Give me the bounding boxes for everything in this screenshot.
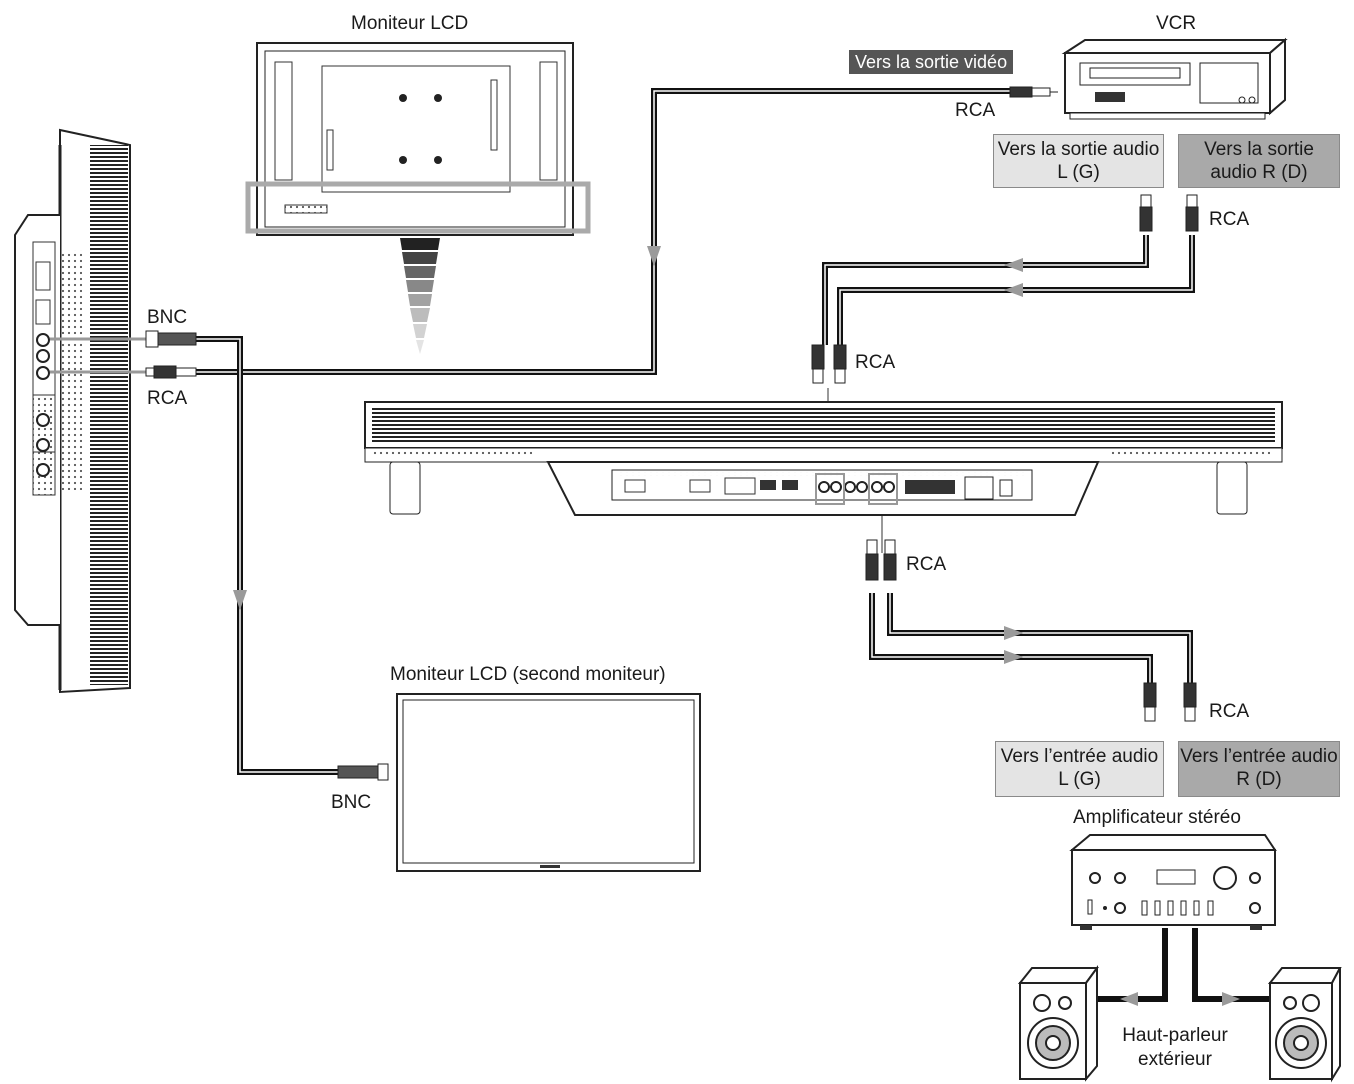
audio-in-l-box: Vers l’entrée audio L (G) [995, 741, 1164, 797]
second-monitor-icon [396, 693, 701, 872]
monitor-top-label: Moniteur LCD [351, 13, 469, 34]
lcd-monitor-bottom-icon [364, 401, 1283, 516]
flow-arrow-icon [233, 246, 1240, 1006]
speaker-label: Haut-parleur extérieur [1122, 1025, 1228, 1070]
rca-bottom-center-label: RCA [906, 554, 947, 575]
amplifier-label: Amplificateur stéréo [1073, 807, 1241, 828]
video-out-tag: Vers la sortie vidéo [849, 50, 1014, 74]
audio-out-r-box: Vers la sortie audio R (D) [1178, 134, 1340, 188]
zoom-indicator-icon [400, 238, 440, 354]
lcd-monitor-side-icon [14, 128, 131, 694]
rca-video-label: RCA [955, 100, 996, 121]
vcr-icon [1061, 37, 1288, 120]
speaker-left-icon [1017, 964, 1099, 1082]
rca-vcr-audio-label: RCA [1209, 209, 1250, 230]
rca-connector-icon [145, 86, 1199, 722]
bnc-connector-icon [145, 330, 389, 781]
audio-out-l-box: Vers la sortie audio L (G) [993, 134, 1164, 188]
vcr-label: VCR [1156, 13, 1197, 34]
amplifier-icon [1069, 834, 1277, 930]
speaker-right-icon [1267, 967, 1342, 1083]
rca-side-label: RCA [147, 388, 188, 409]
bnc-bottom-label: BNC [331, 792, 372, 813]
audio-in-r-box: Vers l’entrée audio R (D) [1178, 741, 1340, 797]
bnc-side-label: BNC [147, 307, 188, 328]
second-monitor-label: Moniteur LCD (second moniteur) [390, 664, 666, 685]
rca-amp-label: RCA [1209, 701, 1250, 722]
lcd-monitor-back-icon [245, 42, 591, 236]
rca-top-center-label: RCA [855, 352, 896, 373]
